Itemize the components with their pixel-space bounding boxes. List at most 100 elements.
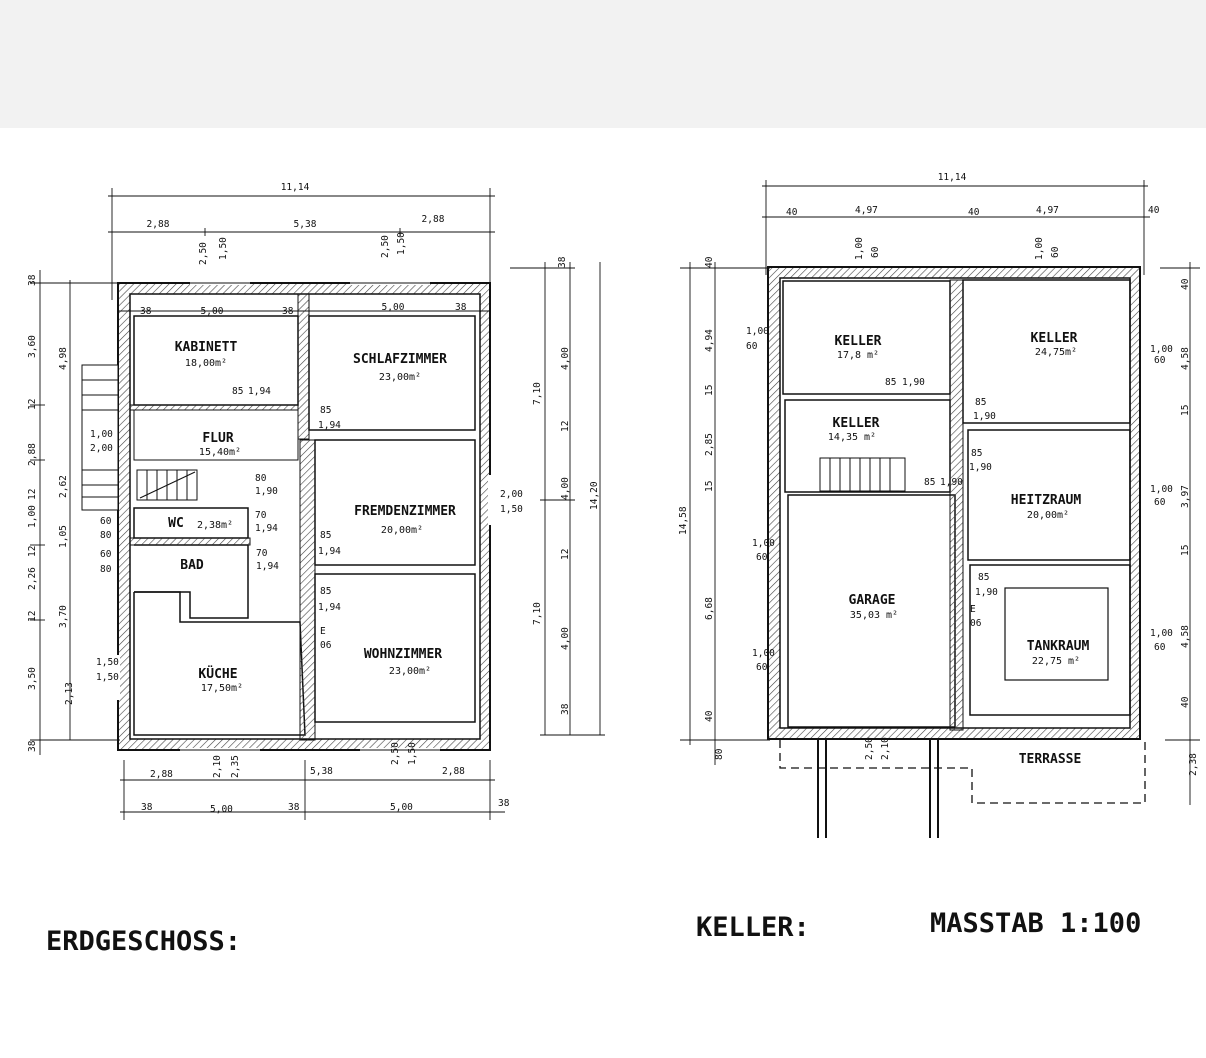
kg-dim-left-80: 80 bbox=[714, 748, 725, 760]
eg-dim-total: 11,14 bbox=[281, 182, 310, 193]
eg-dim-bot-288a: 2,88 bbox=[150, 769, 173, 780]
eg-dim-left-12c: 12 bbox=[27, 546, 38, 557]
eg-dim-right-1420: 14,20 bbox=[589, 481, 600, 510]
kg-dim-top-40c: 40 bbox=[1148, 205, 1160, 216]
eg-dim-int-500b: 5,00 bbox=[382, 302, 405, 313]
kg-room-tankraum bbox=[969, 564, 1131, 716]
eg-meter-e: E bbox=[320, 626, 326, 637]
eg-dim-bot-288b: 2,88 bbox=[442, 766, 465, 777]
kg-keller2-area: 24,75m² bbox=[1035, 347, 1077, 358]
eg-dim-door-kab-a: 85 bbox=[232, 386, 243, 397]
kg-dim-lwin-c1: 1,00 bbox=[752, 648, 775, 659]
eg-dim-left-226: 2,26 bbox=[27, 567, 38, 590]
kg-dim-right-397: 3,97 bbox=[1180, 485, 1191, 508]
kg-dim-left-15a: 15 bbox=[704, 385, 715, 396]
eg-dim-right-400b: 4,00 bbox=[560, 477, 571, 500]
eg-entrance-steps bbox=[81, 364, 119, 511]
eg-stairs bbox=[136, 469, 198, 501]
kg-stairs bbox=[819, 457, 906, 492]
erdgeschoss-plan bbox=[30, 188, 605, 820]
kg-dim-gar-b: 2,10 bbox=[880, 737, 891, 760]
eg-dim-door-fre-b: 1,94 bbox=[318, 546, 341, 557]
kg-dim-left-40b: 40 bbox=[704, 710, 715, 722]
kg-dim-rwin-a1: 1,00 bbox=[1150, 344, 1173, 355]
eg-dim-right-400c: 4,00 bbox=[560, 627, 571, 650]
eg-dim-left-38: 38 bbox=[27, 274, 38, 286]
eg-dim-door-kab-b: 1,94 bbox=[248, 386, 271, 397]
keller-plan bbox=[680, 180, 1200, 838]
kg-dim-lwin-a1: 1,00 bbox=[746, 326, 769, 337]
kg-tankraum-label: TANKRAUM bbox=[1027, 639, 1090, 654]
kg-dim-win-k2-a: 1,00 bbox=[1034, 237, 1045, 260]
eg-dim-right-38b: 38 bbox=[560, 703, 571, 715]
kg-dim-lwin-c2: 60 bbox=[756, 662, 768, 673]
top-blank-band bbox=[0, 0, 1206, 128]
eg-dim-left-213: 2,13 bbox=[64, 682, 75, 705]
kg-dim-lwin-b1: 1,00 bbox=[752, 538, 775, 549]
eg-dim-bot-150: 1,50 bbox=[407, 742, 418, 765]
kg-room-heitzraum bbox=[967, 429, 1131, 561]
eg-dim-door-bad-b: 1,94 bbox=[256, 561, 279, 572]
eg-dim-bot-250: 2,50 bbox=[390, 742, 401, 765]
eg-wc-area: 2,38m² bbox=[197, 520, 233, 531]
eg-dim-right-710b: 7,10 bbox=[532, 602, 543, 625]
kg-dim-right-15b: 15 bbox=[1180, 545, 1191, 556]
eg-dim-door-sch-a: 85 bbox=[320, 405, 331, 416]
eg-dim-win-kab-a: 2,50 bbox=[198, 242, 209, 265]
kg-terrasse-outline bbox=[779, 740, 1146, 804]
eg-dim-win-kue-a: 1,50 bbox=[96, 657, 119, 668]
eg-dim-int-500a: 5,00 bbox=[201, 306, 224, 317]
eg-wohnzimmer-label: WOHNZIMMER bbox=[364, 647, 442, 662]
eg-dim-door-fre-a: 85 bbox=[320, 530, 331, 541]
eg-flur-label: FLUR bbox=[202, 431, 233, 446]
eg-dim-win-kab-b: 1,50 bbox=[218, 237, 229, 260]
kg-dim-door-k3-a: 85 bbox=[885, 377, 896, 388]
kg-dim-win-k1-a: 1,00 bbox=[854, 237, 865, 260]
eg-dim-door-wc-a: 70 bbox=[255, 510, 267, 521]
eg-dim-door-sch-b: 1,94 bbox=[318, 420, 341, 431]
eg-dim-right-12b: 12 bbox=[560, 549, 571, 560]
kg-dim-left-668: 6,68 bbox=[704, 597, 715, 620]
eg-dim-left-262: 2,62 bbox=[58, 475, 69, 498]
eg-wohnzimmer-area: 23,00m² bbox=[389, 666, 431, 677]
kg-keller1-label: KELLER bbox=[835, 334, 882, 349]
kg-meter-e: E bbox=[970, 604, 976, 615]
eg-dim-bot-235: 2,35 bbox=[230, 755, 241, 778]
eg-meter-06: 06 bbox=[320, 640, 332, 651]
eg-dim-int-38c: 38 bbox=[455, 302, 467, 313]
eg-dim-left-100: 1,00 bbox=[27, 505, 38, 528]
eg-dim-win-bad-a: 60 bbox=[100, 549, 112, 560]
kg-dim-gar-a: 2,50 bbox=[864, 737, 875, 760]
eg-dim-left-12a: 12 bbox=[27, 399, 38, 410]
eg-kueche-label: KÜCHE bbox=[198, 666, 237, 682]
kg-dim-rwin-c2: 60 bbox=[1154, 642, 1166, 653]
kg-dim-left-285: 2,85 bbox=[704, 433, 715, 456]
kg-dim-rwin-b2: 60 bbox=[1154, 497, 1166, 508]
kg-garage-label: GARAGE bbox=[849, 593, 896, 608]
eg-dim-left-105: 1,05 bbox=[58, 525, 69, 548]
keller-title: KELLER: bbox=[696, 912, 810, 943]
eg-dim-right-710a: 7,10 bbox=[532, 382, 543, 405]
kg-dim-rwin-b1: 1,00 bbox=[1150, 484, 1173, 495]
erdgeschoss-title: ERDGESCHOSS: bbox=[46, 926, 241, 957]
eg-dim-left-38b: 38 bbox=[27, 740, 38, 752]
eg-dim-bot2-38a: 38 bbox=[141, 802, 153, 813]
eg-dim-left-360: 3,60 bbox=[27, 335, 38, 358]
eg-dim-bot2-38c: 38 bbox=[498, 798, 510, 809]
kg-heitzraum-area: 20,00m² bbox=[1027, 510, 1069, 521]
kg-dim-door-k2-b: 1,90 bbox=[973, 411, 996, 422]
kg-keller2-label: KELLER bbox=[1031, 331, 1078, 346]
eg-fremdenzimmer-area: 20,00m² bbox=[381, 525, 423, 536]
eg-dim-right-12a: 12 bbox=[560, 421, 571, 432]
eg-dim-win-kue-b: 1,50 bbox=[96, 672, 119, 683]
eg-dim-door-woh-b: 1,94 bbox=[318, 602, 341, 613]
kg-dim-lwin-a2: 60 bbox=[746, 341, 758, 352]
kg-dim-right-40b: 40 bbox=[1180, 696, 1191, 708]
eg-kueche-area: 17,50m² bbox=[201, 683, 243, 694]
eg-dim-flur-door-b: 2,00 bbox=[90, 443, 113, 454]
eg-bad-label: BAD bbox=[180, 558, 204, 573]
kg-garage-area: 35,03 m² bbox=[850, 610, 898, 621]
kg-dim-rwin-a2: 60 bbox=[1154, 355, 1166, 366]
kg-dim-right-238: 2,38 bbox=[1188, 753, 1199, 776]
